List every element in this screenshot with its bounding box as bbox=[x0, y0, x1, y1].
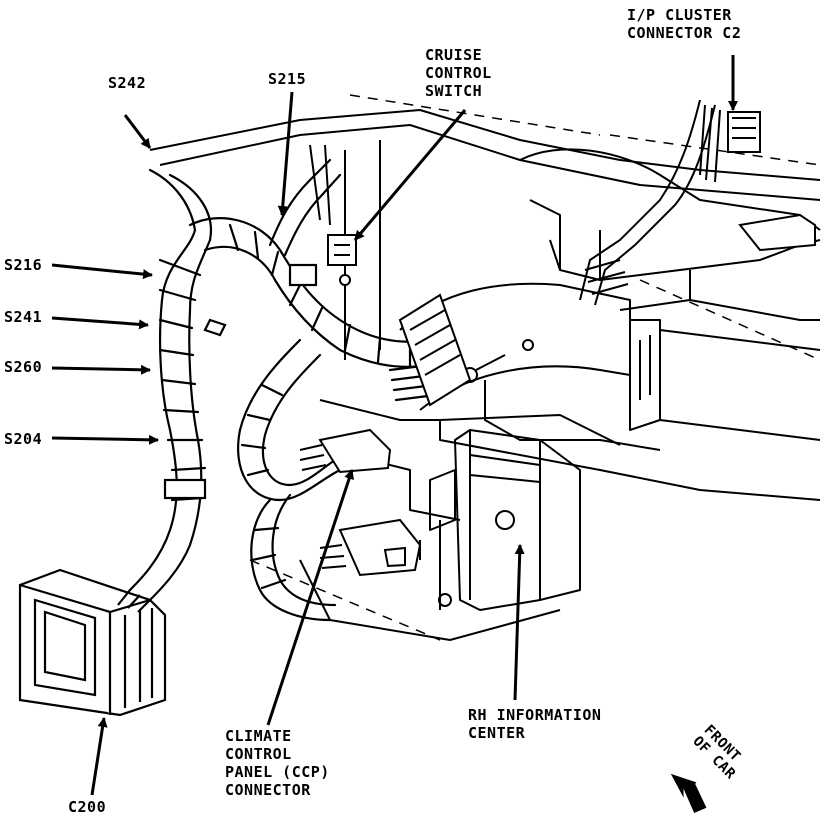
ccp-connector-shape bbox=[299, 428, 422, 577]
arrow-s260 bbox=[51, 364, 151, 375]
arrow-s242 bbox=[123, 114, 152, 149]
c200-connector-shape bbox=[18, 568, 167, 717]
label-s241: S241 bbox=[4, 308, 43, 326]
arrow-s204 bbox=[51, 434, 159, 445]
label-s204: S204 bbox=[4, 430, 43, 448]
arrow-cruise bbox=[353, 109, 467, 241]
label-ccp-connector: CLIMATE CONTROL PANEL (CCP) CONNECTOR bbox=[225, 727, 330, 799]
label-ip-cluster-connector-c2: I/P CLUSTER CONNECTOR C2 bbox=[627, 6, 742, 42]
arrow-s215 bbox=[277, 91, 294, 216]
arrow-s216 bbox=[51, 263, 153, 280]
front-direction-arrow bbox=[670, 773, 707, 814]
dash-structure bbox=[149, 94, 821, 641]
leader-arrows bbox=[51, 55, 738, 796]
label-s260: S260 bbox=[4, 358, 43, 376]
label-rh-information-center: RH INFORMATION CENTER bbox=[468, 706, 602, 742]
duct-connector bbox=[398, 293, 472, 407]
label-s242: S242 bbox=[108, 74, 147, 92]
arrow-c200 bbox=[90, 717, 108, 796]
label-c200: C200 bbox=[68, 798, 107, 816]
label-cruise-control-switch: CRUISE CONTROL SWITCH bbox=[425, 46, 492, 100]
cluster-harness bbox=[579, 99, 816, 306]
label-s216: S216 bbox=[4, 256, 43, 274]
arrow-rh-info bbox=[513, 544, 525, 701]
arrow-s241 bbox=[51, 316, 149, 330]
cruise-switch bbox=[327, 234, 357, 286]
label-s215: S215 bbox=[268, 70, 307, 88]
arrow-ccp bbox=[266, 469, 354, 726]
